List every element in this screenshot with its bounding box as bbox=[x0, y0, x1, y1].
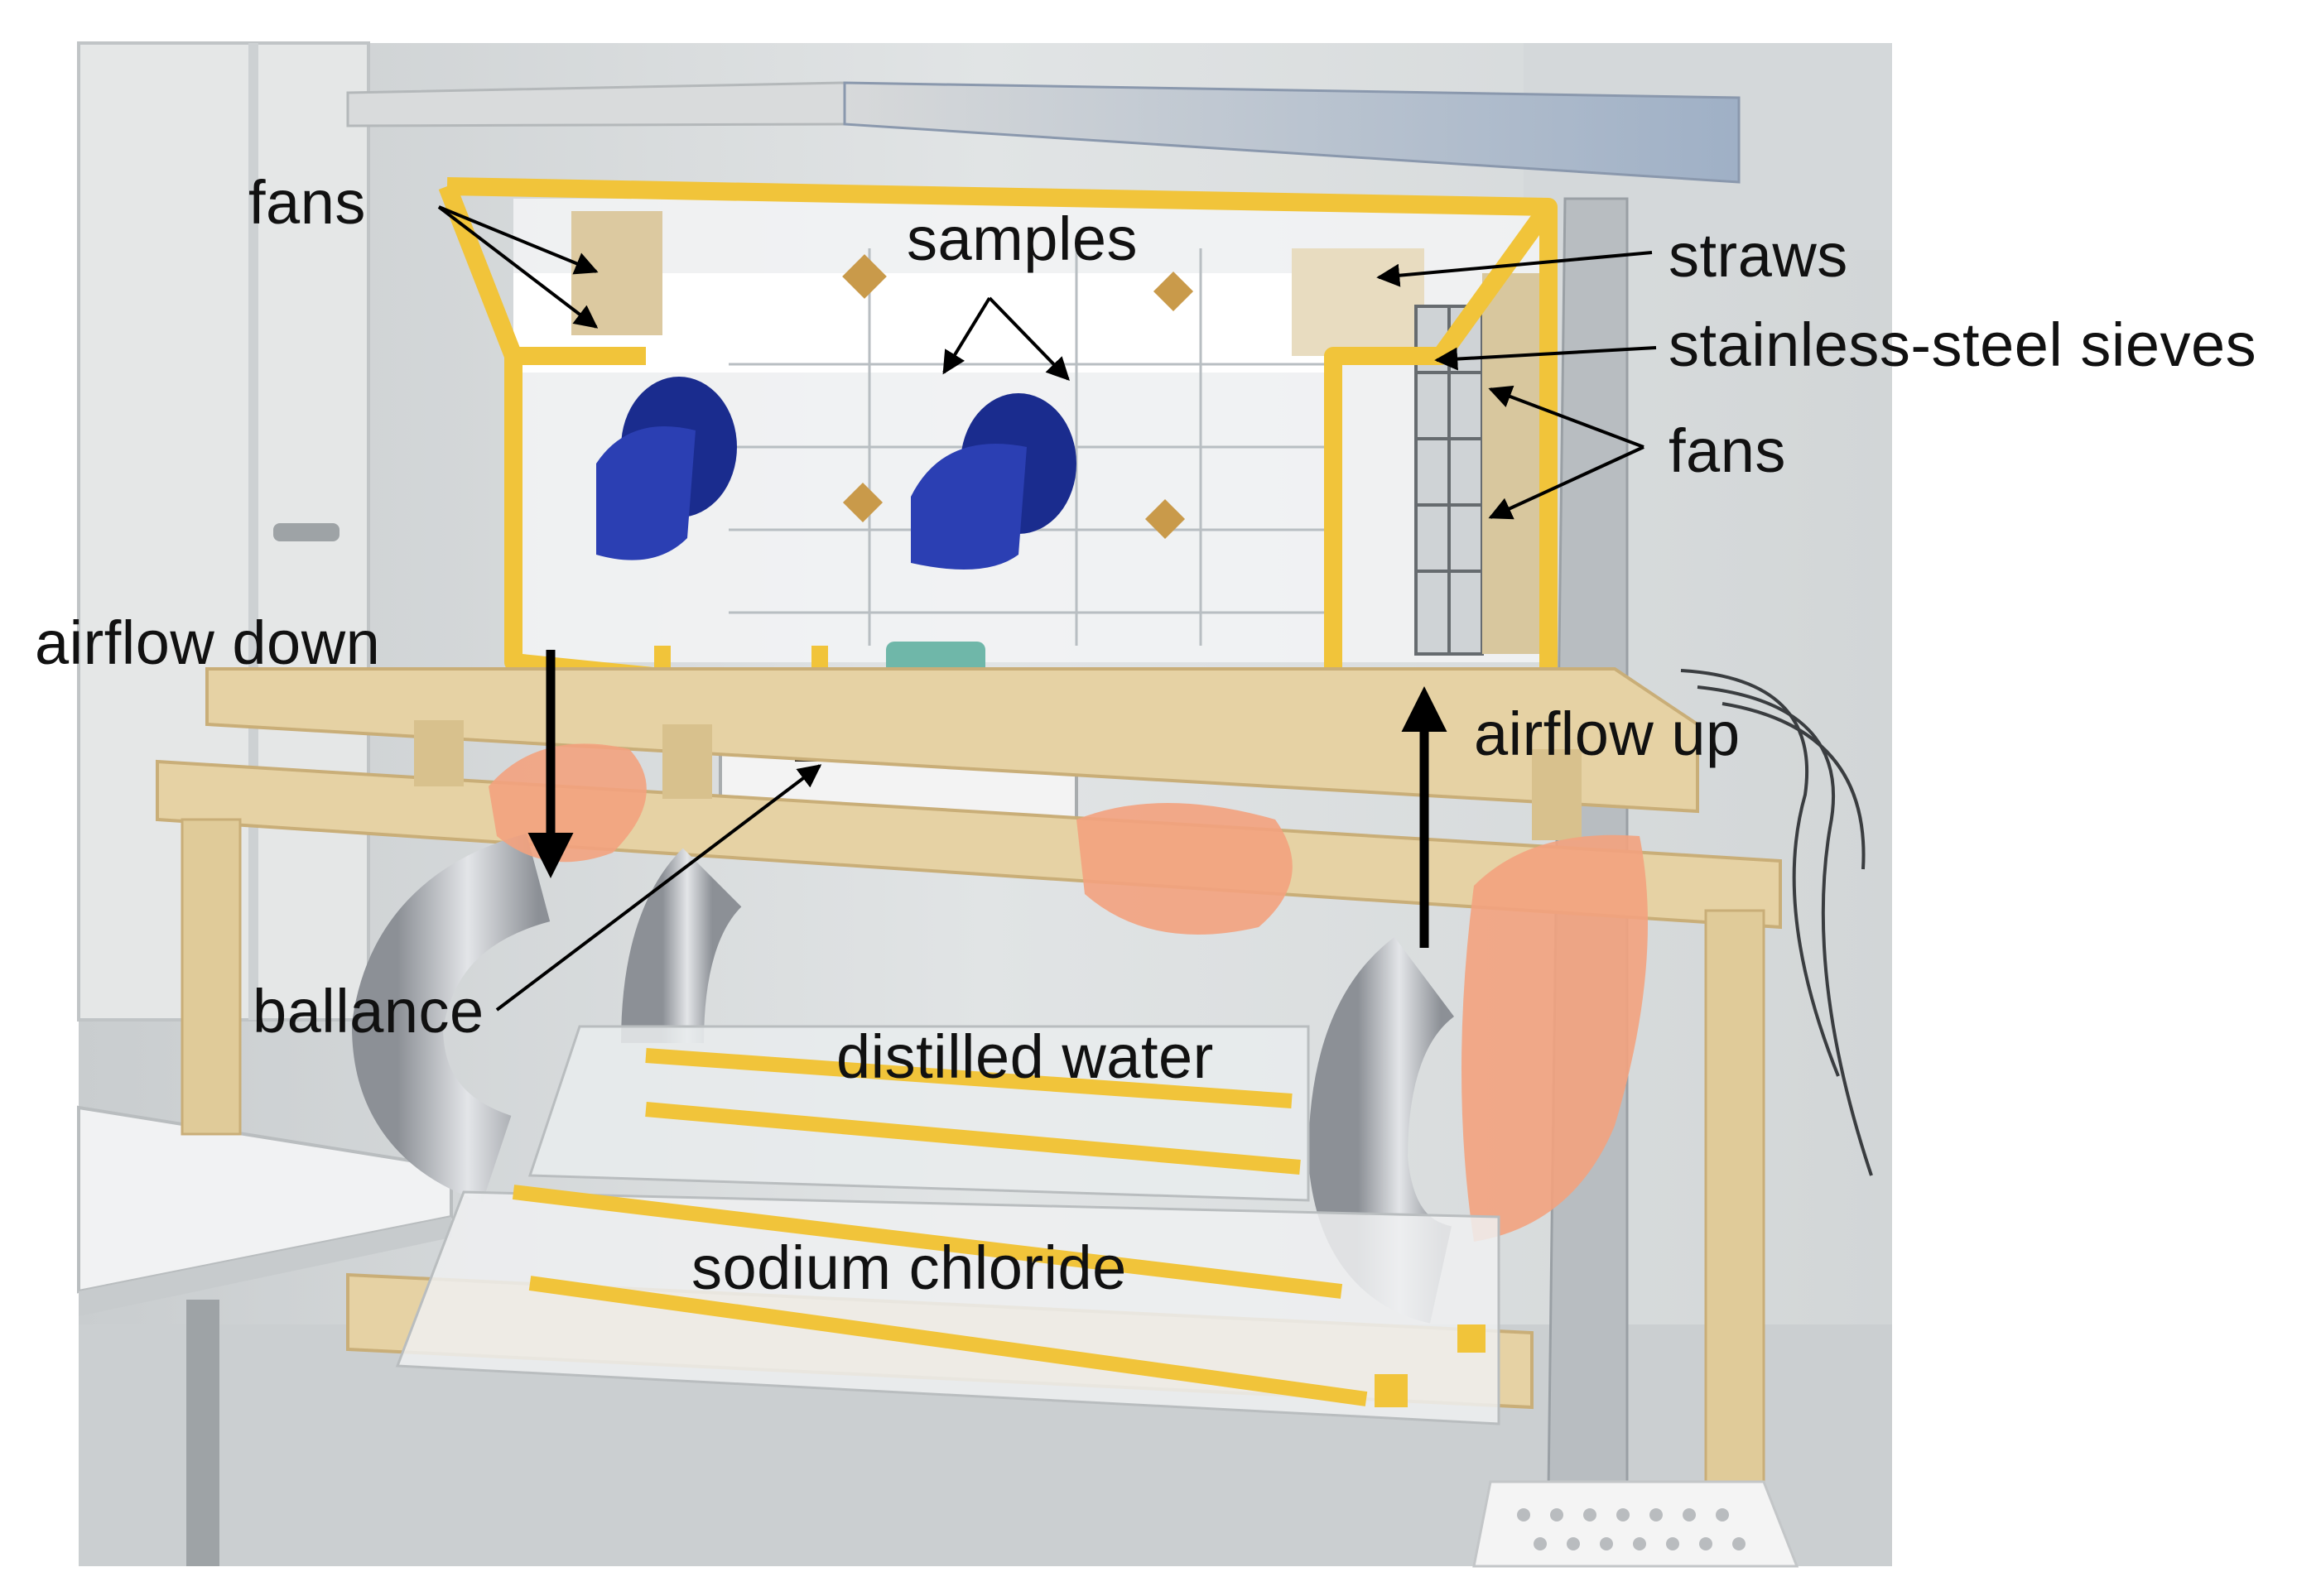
label-balance: ballance bbox=[253, 977, 484, 1046]
label-sodium-chloride: sodium chloride bbox=[691, 1233, 1127, 1302]
arrow-samples-2 bbox=[988, 296, 1070, 382]
step-stool bbox=[1472, 1480, 1799, 1568]
door-handle bbox=[273, 523, 339, 541]
straws-block bbox=[1292, 248, 1424, 356]
label-distilled-water: distilled water bbox=[836, 1022, 1214, 1091]
water-tank bbox=[527, 1025, 1310, 1202]
chamber-lid bbox=[346, 81, 1741, 184]
cables bbox=[1680, 669, 1873, 1176]
arrow-fans-right-1 bbox=[1488, 385, 1644, 449]
blue-glove-right bbox=[911, 393, 1076, 570]
arrow-samples-1 bbox=[942, 296, 991, 375]
arrow-fans-left-2 bbox=[437, 205, 599, 329]
label-airflow-down: airflow down bbox=[35, 608, 381, 677]
arrow-fans-right-2 bbox=[1488, 445, 1644, 520]
airflow-arrows bbox=[527, 650, 1447, 948]
right-fan-housing bbox=[1482, 273, 1540, 654]
salt-tank bbox=[395, 1185, 1500, 1425]
label-straws: straws bbox=[1669, 221, 1848, 290]
label-samples: samples bbox=[907, 204, 1139, 273]
blue-glove-left bbox=[596, 377, 737, 560]
orange-bags bbox=[489, 743, 1648, 1242]
arrow-straws bbox=[1376, 251, 1653, 287]
label-stainless-steel-sieves: stainless-steel sieves bbox=[1669, 310, 2257, 379]
label-fans-right: fans bbox=[1669, 416, 1786, 485]
annotation-arrows bbox=[437, 205, 1657, 1012]
foreground-table bbox=[77, 1105, 453, 1566]
label-airflow-up: airflow up bbox=[1474, 699, 1741, 768]
arrow-fans-left-1 bbox=[438, 205, 599, 275]
label-fans-left: fans bbox=[248, 168, 366, 237]
arrow-sieves bbox=[1434, 346, 1657, 371]
arrow-balance bbox=[495, 764, 822, 1012]
